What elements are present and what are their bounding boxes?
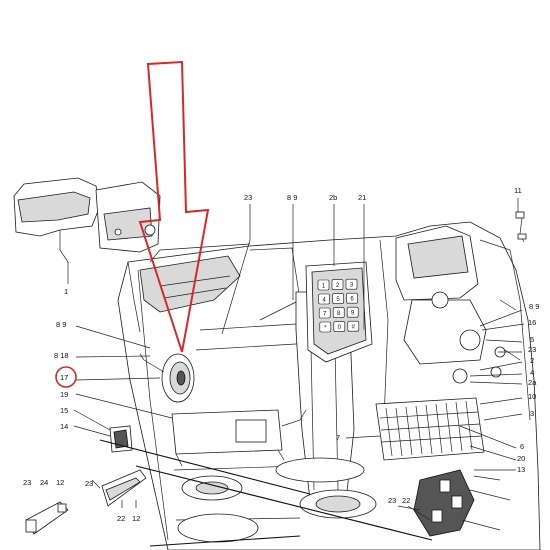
label-12: 12 — [56, 478, 64, 487]
part-11-connector — [515, 198, 527, 243]
label-5: 5 — [530, 335, 534, 344]
keypad-key-label: 1 — [322, 284, 326, 290]
label-8-18: 8 18 — [54, 351, 69, 360]
label-11: 11 — [514, 186, 522, 195]
highlight-arrow — [138, 60, 210, 353]
label-23: 23 — [85, 479, 93, 488]
keypad-key — [331, 279, 344, 290]
part-3-heater-core — [375, 397, 485, 461]
keypad-key — [318, 293, 330, 305]
label-19: 19 — [60, 390, 68, 399]
part-24-bracket — [25, 501, 69, 535]
label-10: 10 — [528, 392, 536, 401]
keypad-key-label: * — [324, 326, 327, 332]
keypad-key-label: 4 — [322, 298, 326, 304]
keypad-key — [333, 321, 346, 332]
keypad-key-label: # — [352, 325, 356, 331]
label-2a: 2a — [528, 378, 537, 387]
label-12: 12 — [132, 514, 140, 523]
keypad-key-label: 7 — [323, 312, 327, 318]
label-14: 14 — [60, 422, 68, 431]
label-20: 20 — [517, 454, 525, 463]
keypad-key — [347, 320, 360, 332]
part-labels: 1 11 23 8 9 2b 21 8 9 16 5 23 2 4 2a 10 … — [23, 186, 539, 523]
label-3: 3 — [530, 409, 534, 418]
display-module — [395, 225, 506, 384]
label-2b: 2b — [329, 193, 337, 202]
part-17-horn — [139, 353, 195, 403]
label-13: 13 — [517, 465, 525, 474]
keypad: 1 2 3 4 5 6 7 8 9 * 0 # — [305, 261, 373, 363]
keypad-key — [318, 307, 331, 319]
part-12-bracket — [101, 469, 147, 507]
label-7: 7 — [336, 433, 340, 442]
keypad-key-label: 0 — [338, 325, 342, 331]
label-6: 6 — [520, 442, 524, 451]
label-23: 23 — [388, 496, 396, 505]
part-19-control-box — [171, 409, 307, 467]
label-8-9: 8 9 — [287, 193, 297, 202]
keypad-key-label: 2 — [336, 283, 340, 289]
label-22: 22 — [402, 496, 410, 505]
keypad-key — [319, 321, 332, 333]
label-4: 4 — [530, 368, 534, 377]
keypad-key-label: 5 — [336, 297, 340, 303]
label-22: 22 — [117, 514, 125, 523]
label-17: 17 — [60, 373, 68, 382]
label-15: 15 — [60, 406, 68, 415]
label-16: 16 — [528, 318, 536, 327]
part-1-mount-bracket — [13, 177, 161, 263]
keypad-key — [317, 279, 330, 291]
keypad-key-label: 3 — [350, 283, 354, 289]
label-24: 24 — [40, 478, 48, 487]
keypad-key — [345, 278, 358, 290]
keypad-key — [346, 292, 358, 304]
label-23: 23 — [244, 193, 252, 202]
keypad-key-label: 8 — [337, 311, 341, 317]
keypad-key — [332, 293, 344, 304]
label-2: 2 — [530, 356, 534, 365]
label-1: 1 — [64, 287, 68, 296]
leader-lines — [67, 204, 525, 521]
keypad-key-label: 6 — [350, 297, 354, 303]
label-21: 21 — [358, 193, 366, 202]
keypad-keys: 1 2 3 4 5 6 7 8 9 * 0 # — [317, 278, 360, 333]
label-23: 23 — [23, 478, 31, 487]
label-8-9: 8 9 — [56, 320, 66, 329]
keypad-key-label: 9 — [351, 311, 355, 317]
diagonal-guide-lines — [99, 439, 433, 547]
label-8-9: 8 9 — [529, 302, 539, 311]
label-23: 23 — [528, 345, 536, 354]
part-14-switch — [109, 425, 133, 453]
keypad-key — [346, 306, 359, 318]
highlight-circle-17 — [55, 366, 77, 388]
keypad-key — [332, 307, 345, 318]
